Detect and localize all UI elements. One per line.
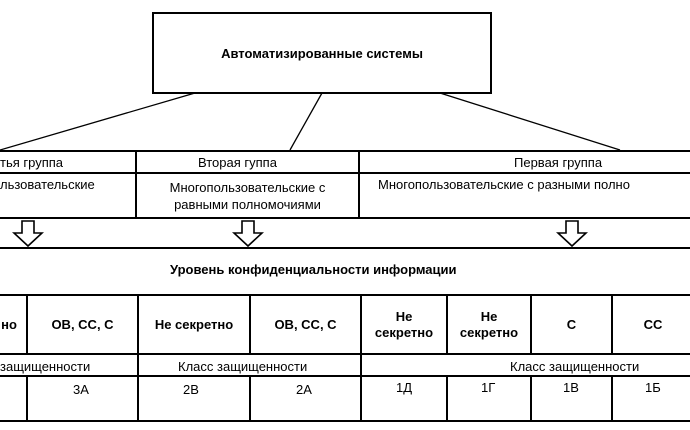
levels-row	[0, 294, 690, 355]
class-value: 1Д	[396, 380, 413, 395]
group-3-desc: льзовательские	[0, 177, 95, 192]
levels-divider	[446, 294, 448, 355]
class-value: 1Б	[645, 380, 661, 395]
class-header-divider	[360, 355, 362, 375]
level-cell: ОВ, СС, С	[274, 317, 337, 332]
level-cell: СС	[643, 317, 663, 332]
groups-divider-1	[135, 150, 137, 219]
group-1-name: Первая группа	[514, 155, 603, 170]
down-arrow-icon	[12, 220, 44, 248]
level-cell: ОВ, СС, С	[51, 317, 114, 332]
levels-divider	[249, 294, 251, 355]
level-cell: Не секретно	[374, 308, 434, 340]
levels-divider	[137, 294, 139, 355]
class-value: 2А	[296, 382, 312, 397]
groups-band	[0, 150, 690, 219]
class-header-mid: Класс защищенности	[178, 359, 308, 374]
groups-header-line	[0, 172, 690, 174]
class-header-left: защищенности	[0, 359, 91, 374]
class-value: 2В	[183, 382, 199, 397]
level-cell: Не секретно	[154, 317, 234, 332]
class-divider	[611, 376, 613, 421]
levels-divider	[26, 294, 28, 355]
class-divider	[249, 376, 251, 421]
group-2-name: Вторая гуппа	[198, 155, 277, 170]
class-divider	[530, 376, 532, 421]
level-title: Уровень конфиденциальности информации	[170, 262, 457, 277]
groups-divider-2	[358, 150, 360, 219]
class-header-right: Класс защищенности	[510, 359, 640, 374]
class-divider	[26, 376, 28, 421]
root-title: Автоматизированные системы	[221, 45, 423, 61]
classes-bottom-line	[0, 420, 690, 422]
level-cell: Не секретно	[459, 308, 519, 340]
group-2-desc: Многопользовательские с равными полномоч…	[169, 180, 326, 212]
group-1-desc: Многопользовательские с разными полно	[378, 177, 630, 192]
down-arrow-icon	[556, 220, 588, 248]
level-line	[0, 247, 690, 249]
root-box: Автоматизированные системы	[152, 12, 492, 94]
level-cell: но	[1, 317, 17, 332]
class-divider	[360, 376, 362, 421]
class-value: 3А	[73, 382, 89, 397]
levels-divider	[530, 294, 532, 355]
class-divider	[446, 376, 448, 421]
level-cell: С	[566, 317, 577, 332]
classes-header-line	[0, 375, 690, 377]
down-arrow-icon	[232, 220, 264, 248]
group-3-name: тья группа	[0, 155, 64, 170]
class-value: 1В	[563, 380, 579, 395]
class-divider	[137, 376, 139, 421]
levels-divider	[360, 294, 362, 355]
class-value: 1Г	[481, 380, 496, 395]
levels-divider	[611, 294, 613, 355]
class-header-divider	[137, 355, 139, 375]
